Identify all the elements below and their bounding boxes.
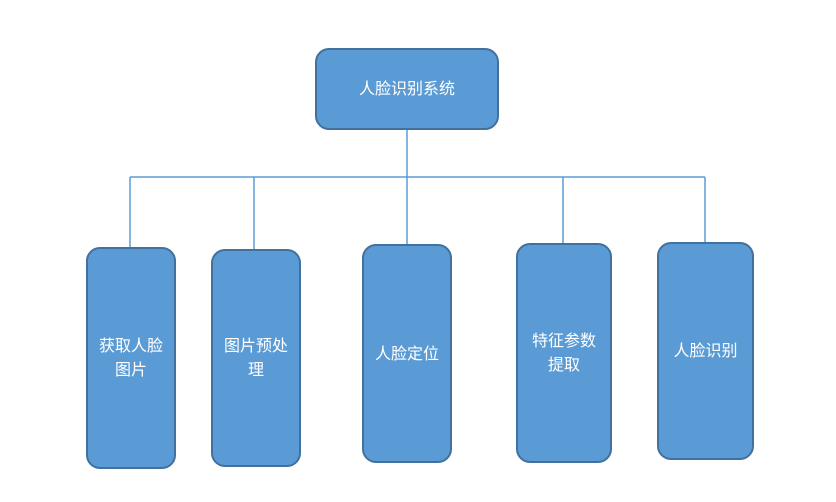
root-node: 人脸识别系统 bbox=[315, 48, 499, 130]
child-node-label: 获取人脸图片 bbox=[99, 336, 164, 379]
root-node-label: 人脸识别系统 bbox=[358, 79, 455, 98]
child-node-label: 人脸识别 bbox=[673, 341, 738, 360]
child-node-face-recognize: 人脸识别 bbox=[657, 242, 754, 460]
child-node-feature-extract: 特征参数提取 bbox=[516, 243, 612, 463]
child-node-acquire-face-image: 获取人脸图片 bbox=[86, 247, 176, 469]
child-node-label: 人脸定位 bbox=[375, 343, 440, 363]
child-node-label: 图片预处理 bbox=[224, 336, 289, 379]
child-node-image-preprocess: 图片预处理 bbox=[211, 249, 301, 467]
child-node-label: 特征参数提取 bbox=[532, 331, 597, 374]
child-node-face-locate: 人脸定位 bbox=[362, 244, 452, 463]
